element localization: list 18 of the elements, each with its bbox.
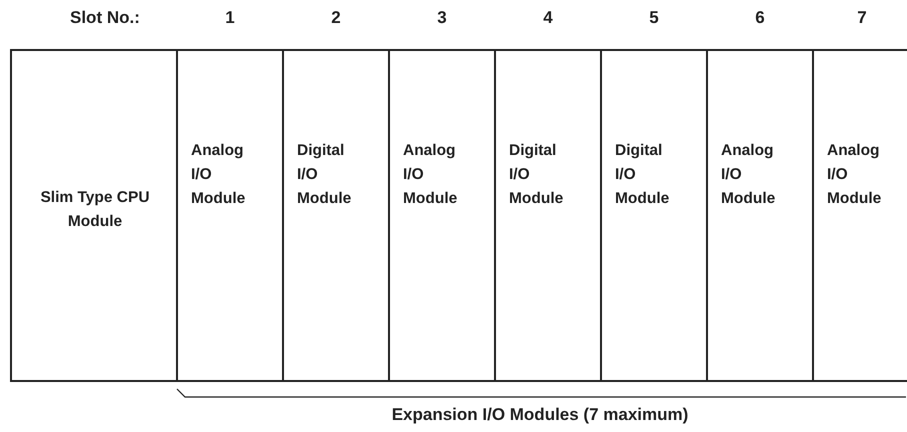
io-module-box: [812, 49, 907, 382]
slot-number: 7: [856, 8, 868, 28]
slot-number: 5: [648, 8, 660, 28]
module-label: Slim Type CPU Module: [39, 188, 151, 232]
bracket-caption: Expansion I/O Modules (7 maximum): [390, 405, 690, 425]
slot-number: 4: [542, 8, 554, 28]
module-label: Analog I/O Module: [827, 141, 882, 209]
slot-number: 2: [330, 8, 342, 28]
slot-number: 1: [224, 8, 236, 28]
module-label: Analog I/O Module: [403, 141, 458, 209]
module-label: Analog I/O Module: [721, 141, 776, 209]
module-label: Analog I/O Module: [191, 141, 246, 209]
module-label: Digital I/O Module: [615, 141, 670, 209]
module-label: Digital I/O Module: [509, 141, 564, 209]
slot-number: 6: [754, 8, 766, 28]
slot-number: 3: [436, 8, 448, 28]
module-label: Digital I/O Module: [297, 141, 352, 209]
slot-heading: Slot No.:: [70, 8, 141, 28]
